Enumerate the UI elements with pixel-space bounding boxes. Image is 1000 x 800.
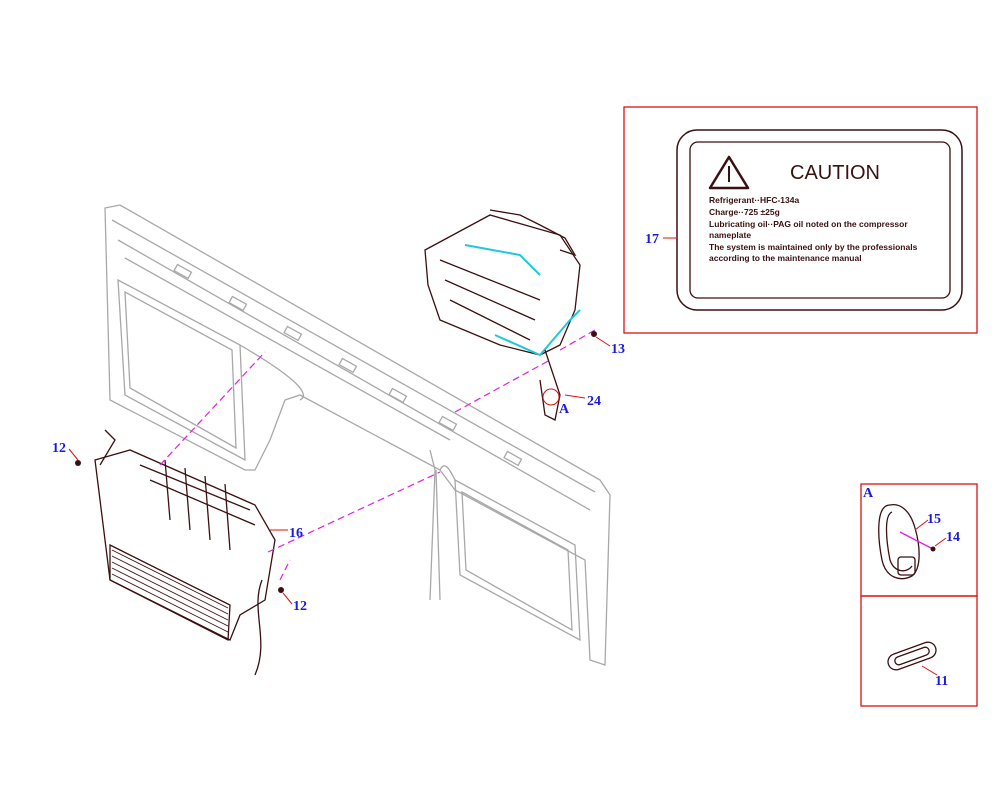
callout-detail-a: A <box>559 402 570 417</box>
callout-13: 13 <box>611 342 625 357</box>
warning-triangle-icon <box>708 155 750 190</box>
panel-slots <box>173 263 523 467</box>
callout-12: 12 <box>52 441 66 456</box>
caution-title: CAUTION <box>790 162 880 184</box>
callout-14: 14 <box>946 530 960 545</box>
assembly-lines <box>159 329 596 581</box>
caution-line: according to the maintenance manual <box>709 253 862 263</box>
callout-17: 17 <box>645 232 659 247</box>
callout-11: 11 <box>935 674 948 689</box>
caution-line: Charge··725 ±25g <box>709 207 780 217</box>
front-panel <box>104 204 611 666</box>
callout-16: 16 <box>289 526 303 541</box>
detail-a-label: A <box>863 486 874 501</box>
bolt-12-icon <box>75 460 81 466</box>
callout-12: 12 <box>293 599 307 614</box>
caution-line: Lubricating oil··PAG oil noted on the co… <box>709 219 908 229</box>
detail-a-panel: A 15 14 <box>860 483 978 597</box>
bolt-12-icon <box>278 587 284 593</box>
caution-line: Refrigerant··HFC-134a <box>709 195 799 205</box>
bolt-13-icon <box>591 331 597 337</box>
detail-grommet-panel: 11 <box>860 595 978 707</box>
grommet-11-icon <box>887 641 937 671</box>
caution-line: nameplate <box>709 230 751 240</box>
caution-line: The system is maintained only by the pro… <box>709 242 918 252</box>
blower-module <box>424 209 581 421</box>
caution-label-17: CAUTION Refrigerant··HFC-134a Charge··72… <box>623 106 978 334</box>
hvac-unit-16 <box>94 429 276 676</box>
callout-24: 24 <box>587 394 601 409</box>
callout-15: 15 <box>927 512 941 527</box>
